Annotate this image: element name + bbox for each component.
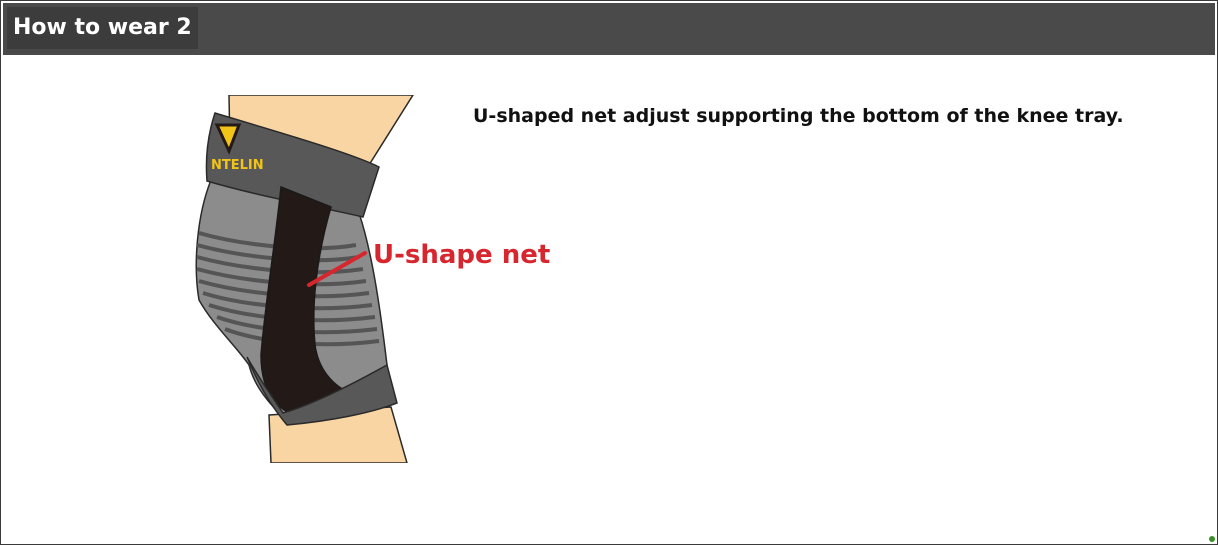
instruction-caption: U-shaped net adjust supporting the botto… [473,105,1124,127]
knee-sleeve-illustration: NTELIN [195,95,414,463]
u-shape-net-label: U-shape net [373,240,551,270]
logo-mark [214,123,242,155]
callout-line [307,251,367,287]
corner-indicator-icon [1209,536,1215,542]
section-title: How to wear 2 [7,7,198,49]
bottom-band [246,356,398,426]
logo-text: NTELIN [211,158,264,173]
section-header: How to wear 2 [3,3,1215,55]
